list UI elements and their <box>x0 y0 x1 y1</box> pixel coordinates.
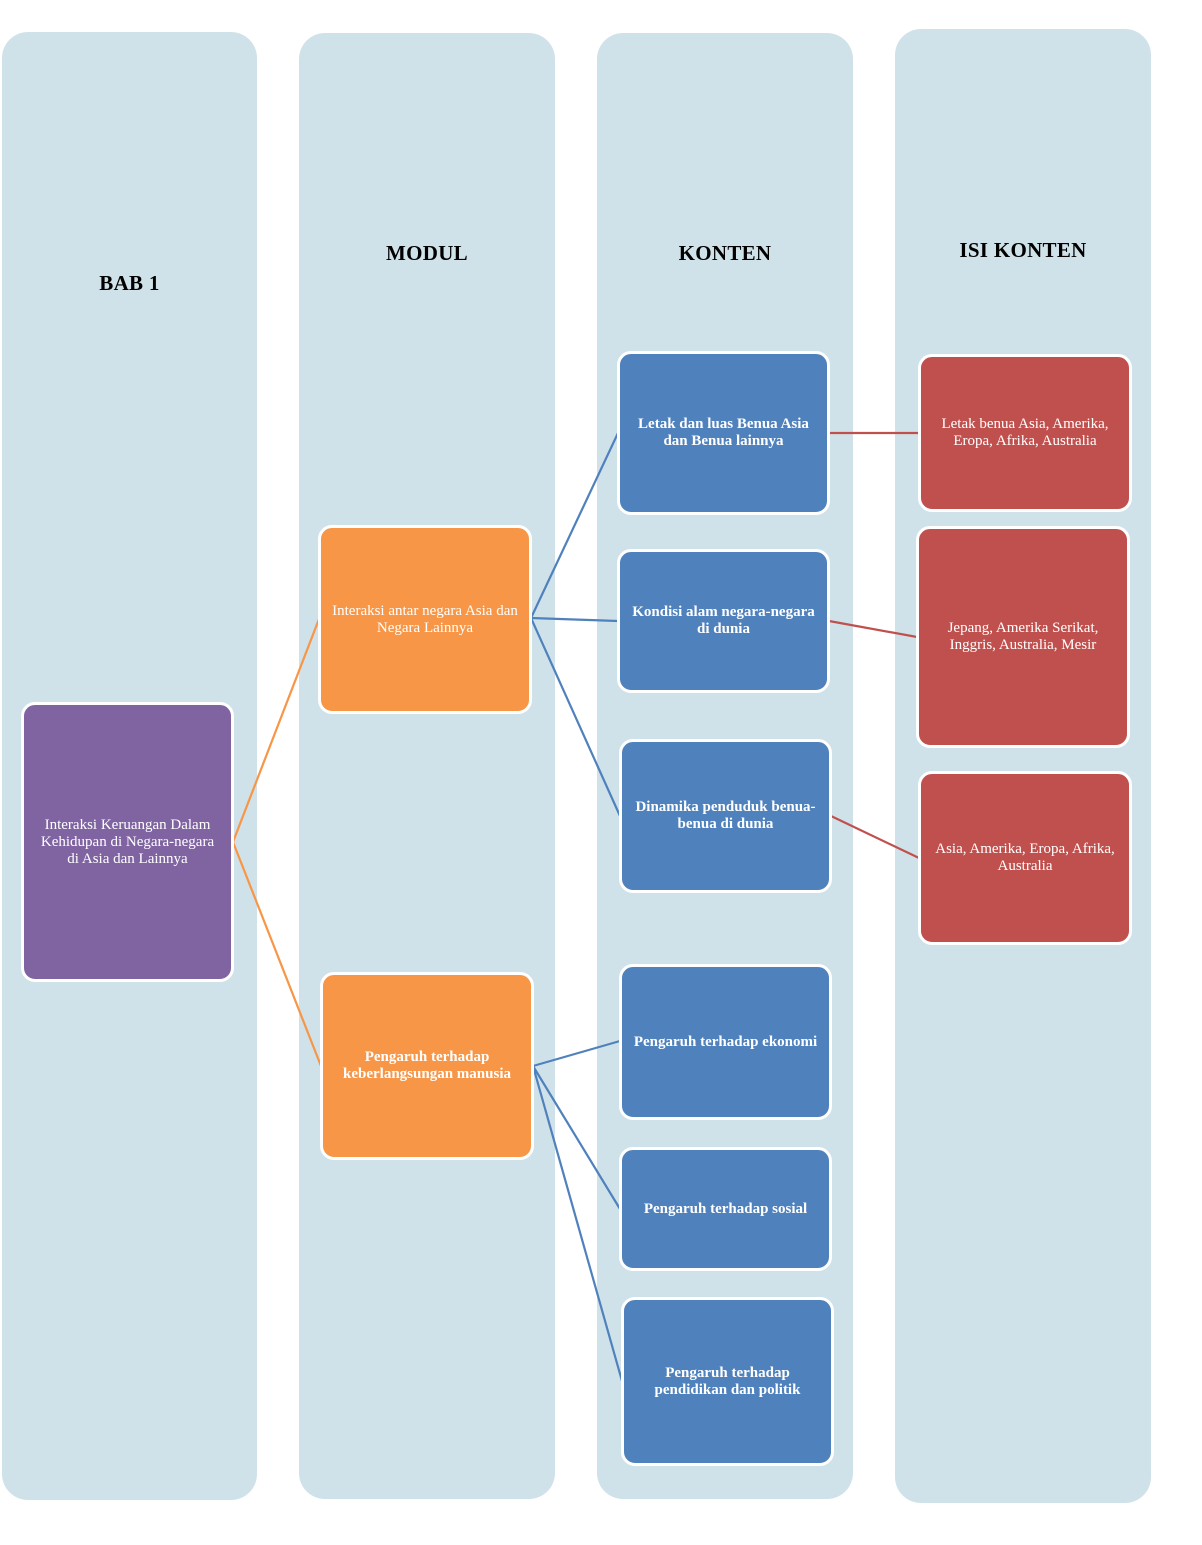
root-box: Interaksi Keruangan Dalam Kehidupan di N… <box>21 702 234 982</box>
modul-box-interaksi: Interaksi antar negara Asia dan Negara L… <box>318 525 532 714</box>
column-header-bab: BAB 1 <box>99 271 160 295</box>
konten-box-dinamika-text: Dinamika penduduk benua- benua di dunia <box>635 799 816 832</box>
konten-box-sosial-text: Pengaruh terhadap sosial <box>643 1200 808 1217</box>
konten-box-kondisi: Kondisi alam negara-negara di dunia <box>617 549 830 693</box>
isi-konten-box-negara: Jepang, Amerika Serikat, Inggris, Austra… <box>916 526 1130 748</box>
modul-box-pengaruh: Pengaruh terhadap keberlangsungan manusi… <box>320 972 534 1160</box>
konten-box-dinamika: Dinamika penduduk benua- benua di dunia <box>619 739 832 893</box>
isi-konten-box-benua-text: Asia, Amerika, Eropa, Afrika, Australia <box>935 841 1115 874</box>
isi-konten-box-letak: Letak benua Asia, Amerika, Eropa, Afrika… <box>918 354 1132 512</box>
konten-box-letak-text: Letak dan luas Benua Asia dan Benua lain… <box>638 416 809 449</box>
konten-box-ekonomi-text: Pengaruh terhadap ekonomi <box>633 1033 818 1050</box>
modul-box-pengaruh-text: Pengaruh terhadap keberlangsungan manusi… <box>343 1049 511 1082</box>
column-isi-konten: ISI KONTEN <box>895 29 1151 1503</box>
isi-konten-box-benua: Asia, Amerika, Eropa, Afrika, Australia <box>918 771 1132 945</box>
column-header-modul: MODUL <box>386 241 468 265</box>
konten-box-letak: Letak dan luas Benua Asia dan Benua lain… <box>617 351 830 515</box>
isi-konten-box-letak-text: Letak benua Asia, Amerika, Eropa, Afrika… <box>941 416 1109 449</box>
konten-box-pendidikan-text: Pengaruh terhadap pendidikan dan politik <box>654 1364 801 1398</box>
column-header-isi-konten: ISI KONTEN <box>959 238 1087 262</box>
konten-box-sosial: Pengaruh terhadap sosial <box>619 1147 832 1271</box>
root-box-text: Interaksi Keruangan Dalam Kehidupan di N… <box>40 816 215 867</box>
column-modul: MODUL <box>299 33 555 1499</box>
column-header-konten: KONTEN <box>678 241 772 265</box>
isi-konten-box-negara-text: Jepang, Amerika Serikat, Inggris, Austra… <box>947 620 1099 653</box>
konten-box-kondisi-text: Kondisi alam negara-negara di dunia <box>632 604 815 637</box>
konten-box-pendidikan: Pengaruh terhadap pendidikan dan politik <box>621 1297 834 1466</box>
konten-box-ekonomi: Pengaruh terhadap ekonomi <box>619 964 832 1120</box>
modul-box-interaksi-text: Interaksi antar negara Asia dan Negara L… <box>332 602 518 636</box>
